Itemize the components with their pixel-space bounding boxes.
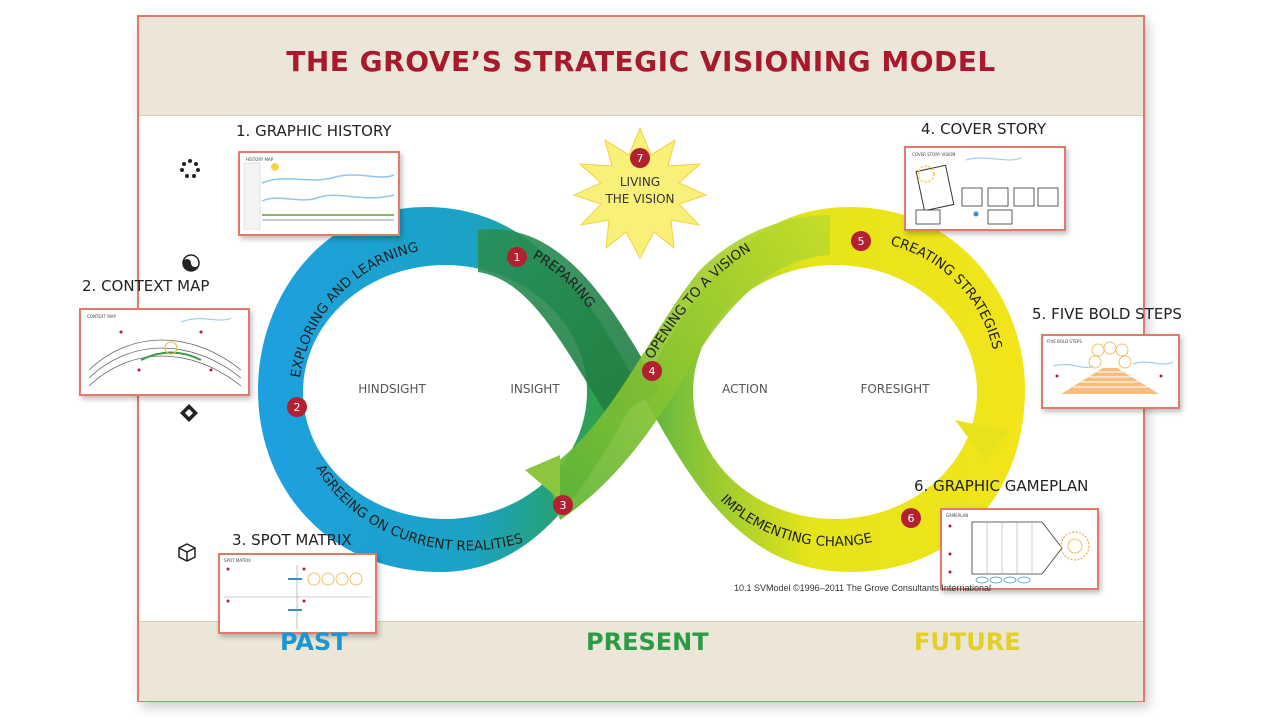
badge-1: 1 bbox=[507, 247, 527, 267]
living-vision-star: 7 LIVING THE VISION bbox=[572, 126, 708, 260]
thumb-history-label: HISTORY MAP bbox=[246, 157, 274, 162]
svg-text:6: 6 bbox=[908, 512, 915, 525]
thumb-bold-label: FIVE BOLD STEPS bbox=[1047, 339, 1082, 344]
living-vision-line2: THE VISION bbox=[604, 192, 674, 206]
svg-text:4: 4 bbox=[649, 365, 656, 378]
hindsight-label: HINDSIGHT bbox=[358, 382, 426, 396]
thumb-graphic-history: HISTORY MAP bbox=[238, 151, 400, 236]
diamond-icon bbox=[180, 404, 198, 422]
left-loop-hole bbox=[303, 265, 587, 519]
thumb-context-label: CONTEXT MAP bbox=[87, 314, 116, 319]
preparing-segment bbox=[478, 229, 660, 420]
title-band: THE GROVE’S STRATEGIC VISIONING MODEL bbox=[139, 17, 1143, 116]
future-label: FUTURE bbox=[914, 628, 1021, 656]
action-label: ACTION bbox=[722, 382, 768, 396]
thumb-spot-matrix: SPOT MATRIX bbox=[218, 553, 377, 634]
svg-text:1: 1 bbox=[514, 251, 521, 264]
cube-icon bbox=[178, 543, 196, 562]
svg-text:7: 7 bbox=[637, 152, 644, 165]
thumb-graphic-gameplan: GAMEPLAN bbox=[940, 508, 1099, 590]
thumb-gameplan-label: GAMEPLAN bbox=[946, 513, 968, 518]
heading-five-bold-steps: 5. FIVE BOLD STEPS bbox=[1032, 305, 1182, 323]
thumb-cover-label: COVER STORY VISION bbox=[912, 152, 955, 157]
opening-segment bbox=[545, 215, 830, 520]
heading-cover-story: 4. COVER STORY bbox=[921, 120, 1047, 138]
thumb-context-map: CONTEXT MAP bbox=[79, 308, 250, 396]
heading-graphic-history: 1. GRAPHIC HISTORY bbox=[236, 122, 392, 140]
svg-text:5: 5 bbox=[858, 235, 865, 248]
thumb-spot-label: SPOT MATRIX bbox=[224, 558, 251, 563]
heading-spot-matrix: 3. SPOT MATRIX bbox=[232, 531, 352, 549]
badge-3: 3 bbox=[553, 495, 573, 515]
badge-2: 2 bbox=[287, 397, 307, 417]
heading-context-map: 2. CONTEXT MAP bbox=[82, 277, 210, 295]
timeline-band bbox=[139, 621, 1143, 701]
badge-5: 5 bbox=[851, 231, 871, 251]
badge-4: 4 bbox=[642, 361, 662, 381]
past-label: PAST bbox=[280, 628, 348, 656]
page-title: THE GROVE’S STRATEGIC VISIONING MODEL bbox=[286, 45, 996, 78]
yin-yang-icon bbox=[182, 254, 200, 272]
living-vision-line1: LIVING bbox=[620, 175, 660, 189]
arrow-head-future bbox=[955, 420, 1010, 460]
insight-label: INSIGHT bbox=[510, 382, 560, 396]
svg-text:2: 2 bbox=[294, 401, 301, 414]
copyright-note: 10.1 SVModel ©1996–2011 The Grove Consul… bbox=[734, 583, 991, 593]
dots-circle-icon bbox=[180, 159, 200, 178]
right-loop-hole bbox=[693, 265, 977, 519]
arrow-head-present bbox=[525, 455, 560, 500]
thumb-five-bold-steps: FIVE BOLD STEPS bbox=[1041, 334, 1180, 409]
svg-text:3: 3 bbox=[560, 499, 567, 512]
present-label: PRESENT bbox=[586, 628, 709, 656]
foresight-label: FORESIGHT bbox=[860, 382, 930, 396]
heading-graphic-gameplan: 6. GRAPHIC GAMEPLAN bbox=[914, 477, 1089, 495]
badge-6: 6 bbox=[901, 508, 921, 528]
thumb-cover-story: COVER STORY VISION bbox=[904, 146, 1066, 231]
